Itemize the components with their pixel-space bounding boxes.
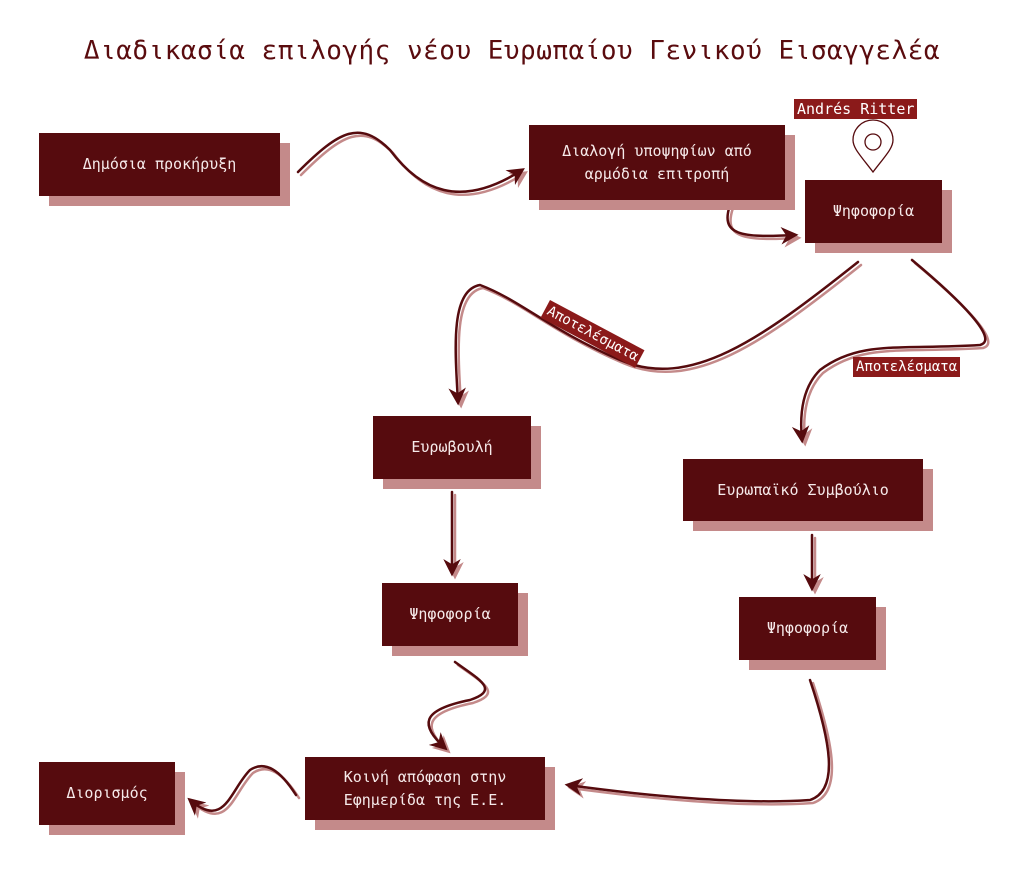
node-label: Διορισμός: [66, 784, 148, 803]
marker-label: Andrés Ritter: [794, 99, 918, 119]
node-label: Ψηφοφορία: [832, 202, 915, 221]
map-pin-icon: [852, 119, 894, 174]
results-label-right: Αποτελέσματα: [853, 357, 961, 377]
node-label: Διαλογή υποψηφίων από: [562, 142, 752, 160]
node-vote-parliament[interactable]: Ψηφοφορία: [382, 583, 518, 646]
node-label: αρμόδια επιτροπή: [584, 164, 730, 183]
node-label: Εφημερίδα της Ε.Ε.: [343, 790, 507, 809]
node-label: Ευρωβουλή: [411, 438, 493, 457]
node-label: Κοινή απόφαση στην: [343, 768, 507, 786]
node-label: Ψηφοφορία: [409, 605, 491, 624]
node-announcement[interactable]: Δημόσια προκήρυξη: [39, 133, 280, 196]
node-label: Δημόσια προκήρυξη: [82, 155, 237, 174]
node-label: Ψηφοφορία: [766, 619, 849, 638]
node-appointment[interactable]: Διορισμός: [39, 762, 175, 825]
node-vote-committee[interactable]: Ψηφοφορία: [805, 180, 942, 243]
node-parliament[interactable]: Ευρωβουλή: [373, 416, 531, 479]
node-council[interactable]: Ευρωπαϊκό Συμβούλιο: [683, 459, 923, 521]
page-title: Διαδικασία επιλογής νέου Ευρωπαίου Γενικ…: [83, 36, 941, 66]
node-vote-council[interactable]: Ψηφοφορία: [739, 597, 876, 660]
node-label: Ευρωπαϊκό Συμβούλιο: [717, 480, 889, 499]
node-screening[interactable]: Διαλογή υποψηφίων από αρμόδια επιτροπή: [529, 125, 785, 200]
